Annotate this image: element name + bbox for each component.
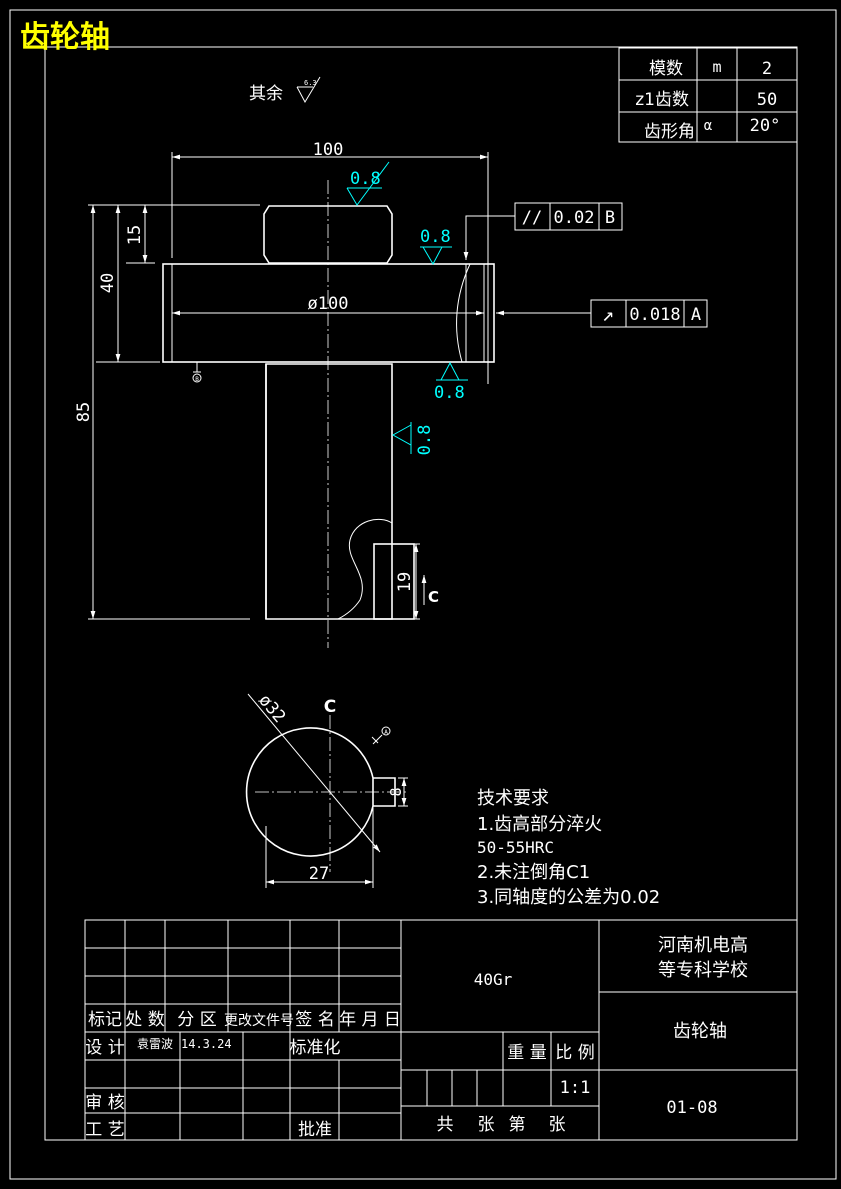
tb-header: 年 月 日 xyxy=(339,1010,401,1030)
dim-hub-height: 15 xyxy=(125,225,145,245)
tolerance-symbol: // xyxy=(522,208,542,228)
dim-keyway-length: 19 xyxy=(395,572,415,592)
tb-review-label: 审 核 xyxy=(85,1093,124,1113)
section-view: C ø32 27 8 A xyxy=(245,691,408,888)
roughness-note: 其余 6.3 xyxy=(249,76,321,104)
tb-sheets: 张 xyxy=(549,1115,566,1135)
tb-drawing-no: 01-08 xyxy=(666,1098,717,1118)
tb-school: 河南机电高 xyxy=(658,935,748,956)
roughness-value: 0.8 xyxy=(350,169,381,189)
tb-header: 分 区 xyxy=(177,1010,216,1030)
title-block: 标记 处 数 分 区 更改文件号 签 名 年 月 日 设 计 袁雷波 14.3.… xyxy=(84,919,798,1141)
tb-design-label: 设 计 xyxy=(85,1038,124,1058)
hub xyxy=(263,205,393,264)
dim-total-length: 85 xyxy=(74,402,94,422)
tb-process-label: 工 艺 xyxy=(85,1120,124,1140)
dim-keyway-width: 8 xyxy=(387,787,405,796)
dim-gear-diameter: ø100 xyxy=(308,294,349,314)
param-symbol: α xyxy=(704,118,713,134)
tb-header: 更改文件号 xyxy=(224,1013,294,1029)
gear-parameter-table: 模数 m 2 z1齿数 50 齿形角 α 20° xyxy=(618,47,798,143)
tb-scale-label: 比 例 xyxy=(555,1043,594,1063)
tolerance-frame-parallel: // 0.02 B xyxy=(463,202,623,260)
tb-school: 等专科学校 xyxy=(658,960,748,981)
tb-sheets: 共 xyxy=(437,1115,454,1135)
tb-standard-label: 标准化 xyxy=(290,1038,341,1058)
tb-designer: 袁雷波 xyxy=(137,1037,173,1051)
tolerance-datum: B xyxy=(605,208,615,228)
tech-req-line: 50-55HRC xyxy=(477,838,554,857)
gear-body xyxy=(162,263,495,363)
tolerance-frame-runout: ↗ 0.018 A xyxy=(496,299,708,328)
param-value: 20° xyxy=(750,116,781,136)
tb-sheets: 张 xyxy=(478,1115,495,1135)
param-name: 齿形角 xyxy=(644,122,695,142)
roughness-mark: 0.8 xyxy=(391,422,435,456)
tolerance-datum: A xyxy=(691,305,701,325)
tech-req-line: 3.同轴度的公差为0.02 xyxy=(477,887,660,908)
roughness-mark: 0.8 xyxy=(346,161,390,206)
tolerance-symbol: ↗ xyxy=(602,302,614,326)
dim-width: 100 xyxy=(313,140,344,160)
param-name: 模数 xyxy=(649,59,683,79)
dim-keyway-depth: 27 xyxy=(309,864,329,884)
tolerance-value: 0.02 xyxy=(554,208,595,228)
tech-req-line: 2.未注倒角C1 xyxy=(477,862,590,883)
roughness-value: 0.8 xyxy=(415,425,435,456)
roughness-value: 0.8 xyxy=(420,227,451,247)
datum-b-label: B xyxy=(195,376,199,383)
tb-header: 签 名 xyxy=(295,1010,334,1030)
roughness-value: 0.8 xyxy=(434,383,465,403)
tb-approve-label: 批准 xyxy=(298,1120,332,1140)
tb-sheets: 第 xyxy=(509,1115,526,1135)
shaft xyxy=(265,363,393,620)
param-value: 50 xyxy=(757,90,777,110)
dim-shaft-diameter: ø32 xyxy=(254,691,289,727)
drawing-title: 齿轮轴 xyxy=(20,20,110,55)
outer-border xyxy=(9,9,837,1180)
tb-header: 标记 xyxy=(88,1010,122,1030)
tb-weight-label: 重 量 xyxy=(507,1043,546,1063)
technical-requirements: 技术要求 1.齿高部分淬火 50-55HRC 2.未注倒角C1 3.同轴度的公差… xyxy=(477,788,660,908)
front-view: 100 15 40 85 ø100 19 C B 0.8 xyxy=(74,140,708,648)
roughness-mark: 0.8 xyxy=(434,361,468,403)
datum-a-label: A xyxy=(384,729,388,736)
tolerance-value: 0.018 xyxy=(629,305,680,325)
tech-req-heading: 技术要求 xyxy=(477,788,549,809)
section-view-label: C xyxy=(324,697,336,717)
tech-req-line: 1.齿高部分淬火 xyxy=(477,814,602,835)
roughness-note-label: 其余 xyxy=(249,84,283,104)
param-symbol: m xyxy=(712,58,721,76)
param-name: z1齿数 xyxy=(635,90,689,110)
roughness-mark: 0.8 xyxy=(420,227,452,266)
tb-scale: 1:1 xyxy=(560,1078,591,1098)
dim-gear-thickness: 40 xyxy=(98,273,118,293)
param-value: 2 xyxy=(762,59,772,79)
tb-part-name: 齿轮轴 xyxy=(673,1021,727,1042)
tb-header: 处 数 xyxy=(125,1010,164,1030)
shaft-section xyxy=(245,727,374,857)
tb-material: 40Gr xyxy=(474,970,513,989)
section-arrow-label: C xyxy=(428,588,439,606)
roughness-note-value: 6.3 xyxy=(304,79,317,87)
tb-date: 14.3.24 xyxy=(181,1037,232,1051)
